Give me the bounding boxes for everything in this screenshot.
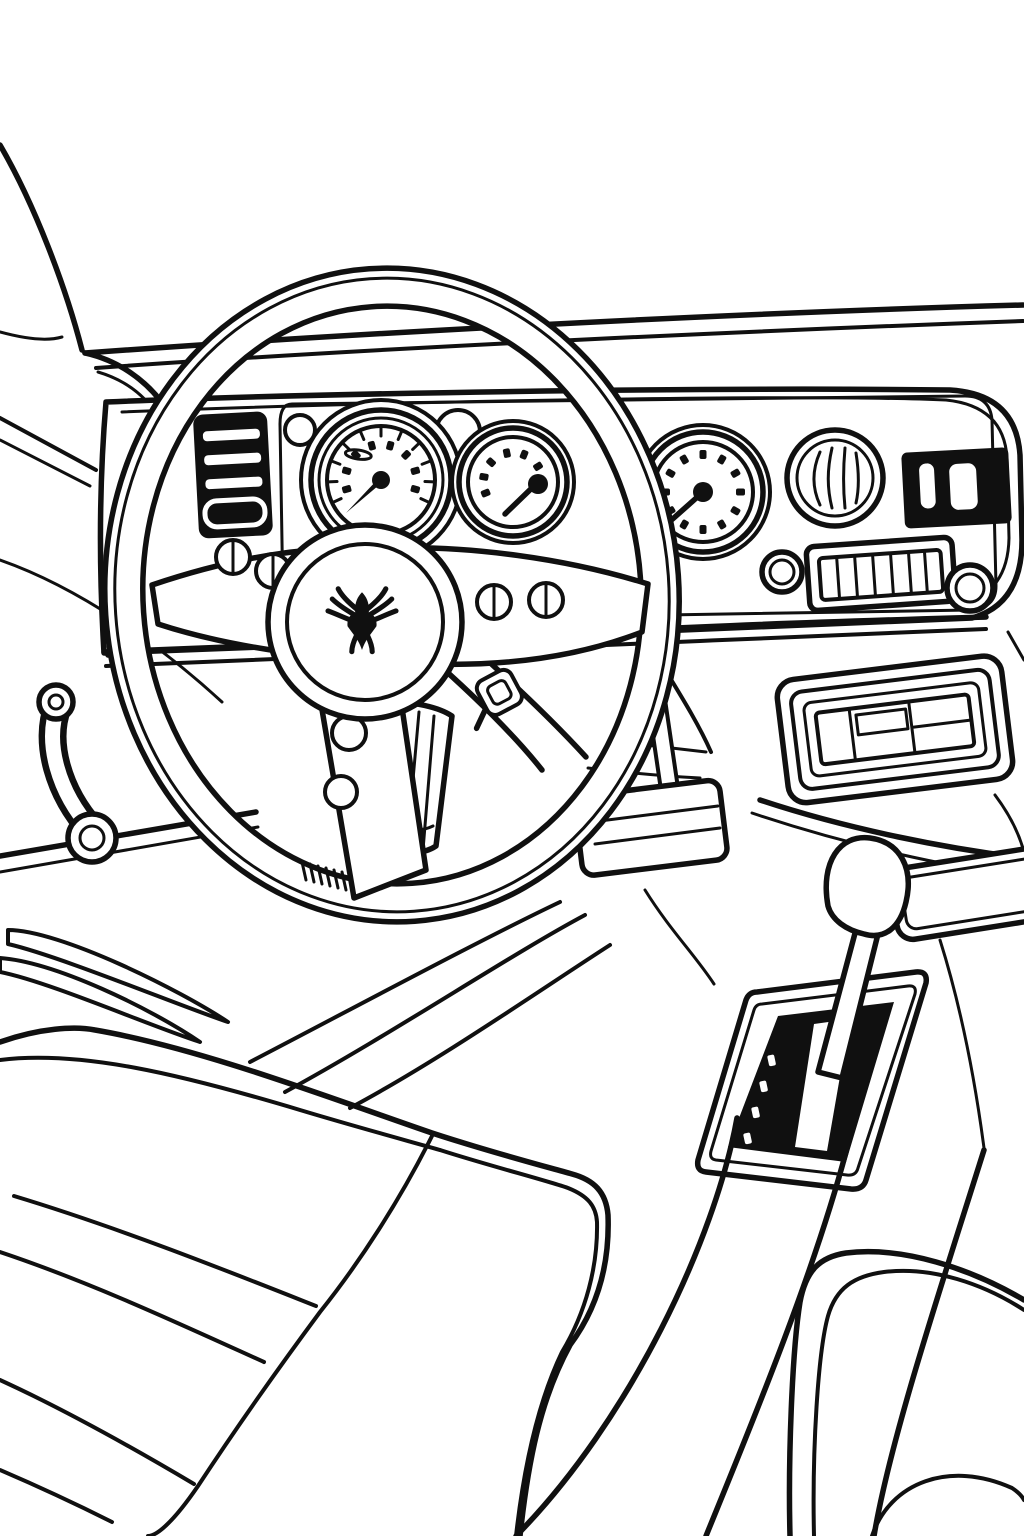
shifter-gate-markers	[743, 1054, 776, 1145]
cluster-bezel-circle	[283, 413, 317, 447]
window-crank	[36, 682, 119, 865]
dash-vent-left	[193, 411, 273, 539]
speedometer-needle	[346, 480, 385, 513]
a-pillar	[0, 142, 85, 353]
ignition-key	[473, 667, 524, 732]
shifter-knob	[823, 834, 911, 939]
gear-shifter	[815, 834, 911, 1081]
center-console	[513, 888, 987, 1536]
dash-speaker	[784, 427, 886, 529]
radio-knob-left	[759, 549, 805, 595]
driver-seat	[0, 1025, 611, 1536]
radio-knob-right	[944, 562, 996, 614]
switch-panel	[901, 447, 1012, 529]
passenger-seat	[786, 1248, 1024, 1536]
fuel-gauge	[450, 419, 576, 545]
speedometer-number-blobs	[341, 440, 421, 494]
center-vent-unit	[774, 653, 1016, 806]
radio	[803, 534, 959, 614]
steering-wheel	[102, 265, 682, 925]
clock-number-blobs	[661, 450, 745, 534]
seat-pleats	[0, 1194, 318, 1524]
firebird-emblem	[325, 586, 399, 655]
floor	[248, 900, 612, 1110]
steering-hub	[265, 522, 465, 722]
speedometer-ticks	[326, 425, 436, 513]
door-sill	[0, 928, 230, 1044]
